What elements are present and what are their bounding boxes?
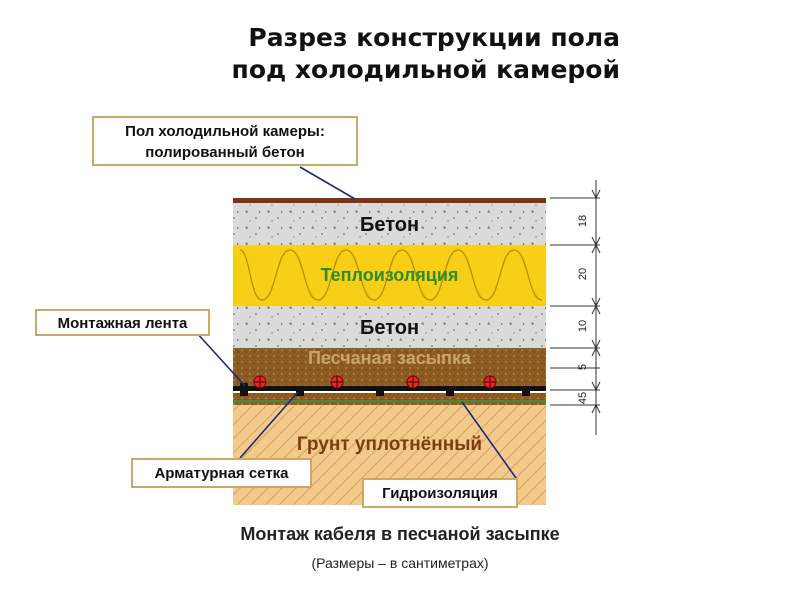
dimension-label: 18 xyxy=(577,214,589,228)
concrete-layer-middle xyxy=(233,306,546,348)
dimension-label: 10 xyxy=(577,319,589,333)
mesh-support xyxy=(240,383,248,396)
leader-waterproofing xyxy=(461,401,517,479)
insulation-layer xyxy=(233,245,546,306)
callout-mounting-tape: Монтажная лента xyxy=(35,309,210,336)
leader-mesh xyxy=(239,391,299,459)
callout-floor-line-1: Пол холодильной камеры: xyxy=(125,123,325,140)
insulation-wave xyxy=(239,249,543,301)
dimension-line xyxy=(550,180,601,435)
caption-main: Монтаж кабеля в песчаной засыпке xyxy=(240,524,560,544)
mesh-support xyxy=(446,390,454,396)
dimension-label: 45 xyxy=(577,391,589,405)
sand-layer-lower xyxy=(233,393,546,405)
label-concrete-top: Бетон xyxy=(359,214,420,236)
mesh-support xyxy=(296,390,304,396)
diagram-title: Разрез конструкции пола под холодильной … xyxy=(150,22,620,86)
leader-lines xyxy=(195,166,517,479)
label-insulation: Теплоизоляция xyxy=(320,265,459,285)
floor-surface xyxy=(233,198,546,203)
leader-tape xyxy=(195,331,246,387)
caption-note: (Размеры – в сантиметрах) xyxy=(311,555,489,571)
heating-cable xyxy=(253,375,267,389)
title-line-1: Разрез конструкции пола xyxy=(248,23,620,52)
leader-floor xyxy=(299,166,356,200)
mesh-support xyxy=(522,390,530,396)
label-soil: Грунт уплотнённый xyxy=(296,434,483,455)
heating-cable xyxy=(406,375,420,389)
callout-floor: Пол холодильной камеры: полированный бет… xyxy=(92,116,358,166)
label-concrete-middle: Бетон xyxy=(359,317,420,339)
reinforcement-mesh xyxy=(233,386,546,391)
heating-cable xyxy=(330,375,344,389)
callout-floor-line-2: полированный бетон xyxy=(145,144,305,161)
callout-waterproofing: Гидроизоляция xyxy=(362,478,518,508)
dimension-label: 20 xyxy=(577,267,589,281)
callout-reinforcement-mesh: Арматурная сетка xyxy=(131,458,312,488)
dimension-label: 5 xyxy=(577,363,589,371)
title-line-2: под холодильной камерой xyxy=(231,55,620,84)
mesh-support xyxy=(376,390,384,396)
concrete-layer-top xyxy=(233,203,546,245)
label-sand: Песчаная засыпка xyxy=(307,348,472,368)
heating-cable xyxy=(483,375,497,389)
